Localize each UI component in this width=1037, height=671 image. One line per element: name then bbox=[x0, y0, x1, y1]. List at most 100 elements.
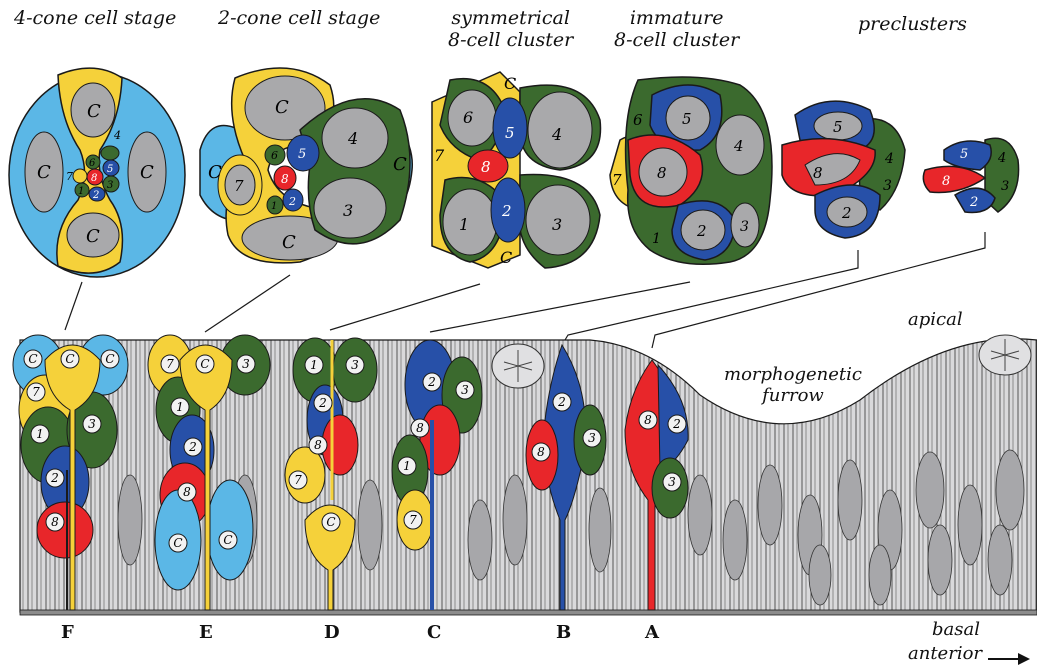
label-6: 6 bbox=[89, 158, 96, 169]
cluster-2-cone-stage: C C C C 4 3 7 5 8 6 2 1 bbox=[200, 68, 412, 263]
cell-marker-label: 8 bbox=[416, 421, 424, 435]
cell-marker-label: 2 bbox=[50, 471, 59, 485]
cluster-symmetrical: C C 7 6 1 4 3 5 2 8 bbox=[432, 72, 601, 268]
label-3: 3 bbox=[740, 219, 749, 235]
label-c: C bbox=[500, 248, 512, 267]
cell-marker-label: 7 bbox=[32, 385, 40, 399]
label-c: C bbox=[504, 74, 516, 93]
label-c-bottom: C bbox=[86, 226, 100, 247]
label-4: 4 bbox=[733, 137, 744, 155]
label-1: 1 bbox=[271, 201, 277, 212]
cell-marker-label: 2 bbox=[672, 417, 681, 431]
precluster-large: 5 4 3 8 2 bbox=[782, 101, 905, 238]
label-4: 4 bbox=[347, 129, 358, 148]
label-5: 5 bbox=[960, 147, 968, 162]
rosette-cluster-icon bbox=[979, 335, 1031, 375]
label-2: 2 bbox=[841, 204, 852, 222]
column-label-a: A bbox=[645, 622, 659, 643]
label-morphogenetic-furrow: morphogenetic furrow bbox=[724, 365, 862, 406]
label-3: 3 bbox=[343, 201, 353, 220]
cell-marker-label: 2 bbox=[427, 375, 436, 389]
label-c: C bbox=[393, 154, 407, 175]
cell-marker-label: C bbox=[200, 357, 209, 371]
cell-marker-label: C bbox=[105, 352, 114, 366]
label-2: 2 bbox=[92, 190, 99, 201]
cluster-4-cone-stage: C C C C 4 5 8 3 2 7 1 6 bbox=[9, 68, 185, 277]
label-furrow-line2: furrow bbox=[762, 385, 824, 406]
right-arrow-icon bbox=[988, 652, 1032, 666]
cell-marker-label: 3 bbox=[88, 417, 96, 431]
label-2: 2 bbox=[501, 202, 512, 220]
label-5: 5 bbox=[107, 164, 113, 175]
label-4: 4 bbox=[113, 129, 121, 142]
label-6: 6 bbox=[463, 108, 473, 127]
cell-marker-label: C bbox=[28, 352, 37, 366]
label-2: 2 bbox=[696, 222, 707, 240]
cell-marker-label: 2 bbox=[318, 396, 327, 410]
label-2: 2 bbox=[288, 195, 296, 208]
label-6: 6 bbox=[633, 111, 643, 129]
cell-marker-label: 8 bbox=[314, 438, 322, 452]
precluster-small: 5 4 8 3 2 bbox=[923, 138, 1018, 212]
column-label-e: E bbox=[199, 622, 213, 643]
label-3: 3 bbox=[883, 178, 892, 194]
cell-marker-label: C bbox=[173, 536, 182, 550]
label-8: 8 bbox=[942, 174, 950, 189]
label-5: 5 bbox=[833, 118, 843, 136]
cell-marker-label: 8 bbox=[51, 515, 59, 529]
cell-marker-label: 8 bbox=[537, 445, 545, 459]
label-3: 3 bbox=[1001, 179, 1009, 194]
label-2: 2 bbox=[969, 195, 978, 210]
column-label-f: F bbox=[61, 622, 74, 643]
label-8: 8 bbox=[813, 164, 823, 182]
label-8: 8 bbox=[481, 158, 491, 176]
cell-marker-label: 3 bbox=[588, 431, 596, 445]
label-8: 8 bbox=[657, 164, 667, 182]
cell-marker-label: 3 bbox=[242, 357, 250, 371]
label-5: 5 bbox=[505, 124, 515, 142]
cell-marker-label: 3 bbox=[668, 475, 676, 489]
label-1: 1 bbox=[459, 215, 469, 234]
label-1: 1 bbox=[652, 231, 661, 247]
cell-marker-label: 7 bbox=[294, 473, 302, 487]
label-c: C bbox=[208, 162, 222, 183]
rosette-cluster-icon bbox=[492, 344, 544, 388]
cluster-immature: 6 5 7 8 4 2 3 1 bbox=[610, 77, 772, 264]
cell-marker-label: 3 bbox=[461, 383, 469, 397]
cell-marker-label: 8 bbox=[183, 485, 191, 499]
label-7: 7 bbox=[234, 177, 244, 195]
label-c-left: C bbox=[37, 162, 51, 183]
label-c: C bbox=[282, 232, 296, 253]
cell-marker-label: C bbox=[223, 533, 232, 547]
label-3: 3 bbox=[552, 215, 562, 234]
label-c-top: C bbox=[87, 101, 101, 122]
label-4: 4 bbox=[884, 151, 894, 167]
cell-marker-label: 1 bbox=[403, 459, 411, 473]
cell-marker-label: 1 bbox=[36, 427, 44, 441]
cell-marker-label: 8 bbox=[644, 413, 652, 427]
label-8: 8 bbox=[281, 172, 289, 186]
label-5: 5 bbox=[682, 110, 692, 128]
label-7: 7 bbox=[66, 170, 73, 183]
label-3: 3 bbox=[107, 180, 113, 191]
label-1: 1 bbox=[78, 186, 84, 197]
label-7: 7 bbox=[612, 171, 622, 189]
cell-marker-label: 1 bbox=[310, 358, 318, 372]
label-5: 5 bbox=[298, 147, 306, 162]
label-c: C bbox=[275, 97, 289, 118]
label-8: 8 bbox=[91, 173, 97, 184]
column-label-d: D bbox=[324, 622, 340, 643]
cell-marker-label: 2 bbox=[557, 395, 566, 409]
cell-marker-label: 3 bbox=[351, 358, 359, 372]
cell-marker-label: 2 bbox=[188, 440, 197, 454]
label-7: 7 bbox=[434, 146, 445, 165]
cell-marker-label: C bbox=[326, 515, 335, 529]
connector-lines bbox=[65, 232, 985, 348]
label-6: 6 bbox=[271, 149, 278, 162]
cell-marker-label: 7 bbox=[409, 513, 417, 527]
label-apical: apical bbox=[908, 310, 963, 331]
label-anterior: anterior bbox=[908, 644, 982, 665]
column-label-b: B bbox=[556, 622, 571, 643]
cell-marker-label: C bbox=[65, 352, 74, 366]
